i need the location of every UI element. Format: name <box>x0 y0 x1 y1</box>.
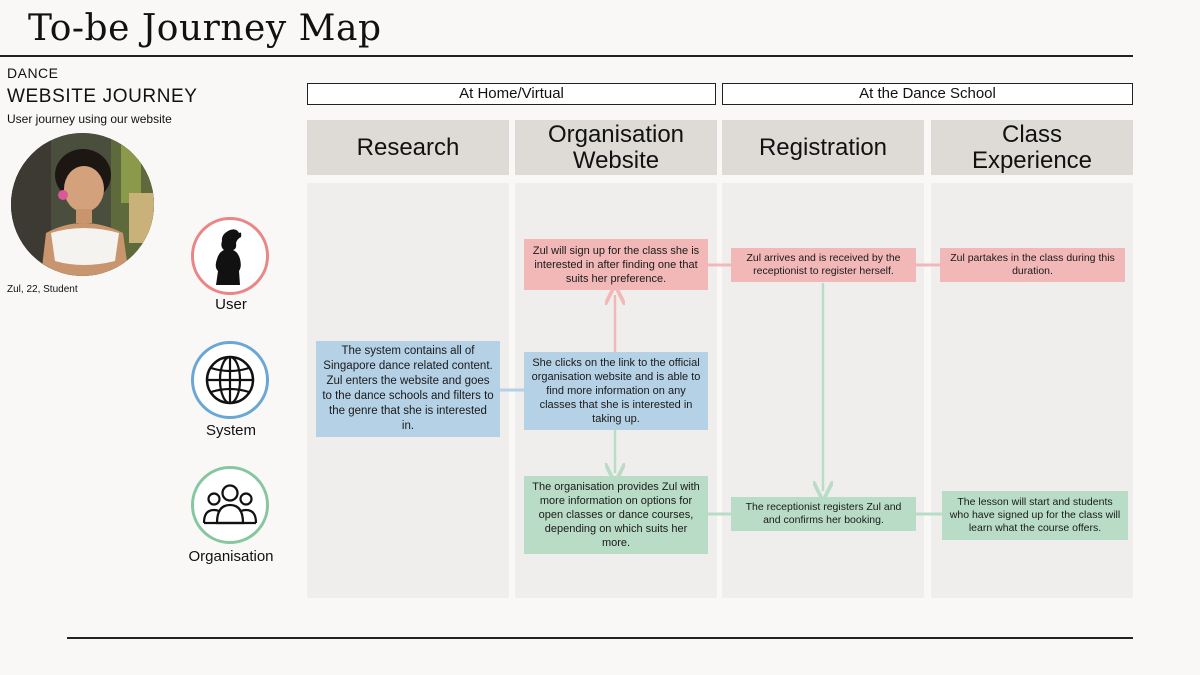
card-registration-user: Zul arrives and is received by the recep… <box>731 248 916 282</box>
stage-class-experience: Class Experience <box>931 120 1133 175</box>
role-user-label: User <box>215 296 247 313</box>
card-class-user: Zul partakes in the class during this du… <box>940 248 1125 282</box>
avatar <box>11 133 154 276</box>
card-registration-org: The receptionist registers Zul and and c… <box>731 497 916 531</box>
journey-title: WEBSITE JOURNEY <box>7 86 198 107</box>
card-website-org: The organisation provides Zul with more … <box>524 476 708 554</box>
user-silhouette-icon <box>215 229 242 285</box>
card-website-user: Zul will sign up for the class she is in… <box>524 239 708 290</box>
stage-research: Research <box>307 120 509 175</box>
journey-subtitle: User journey using our website <box>7 112 172 126</box>
title-divider <box>0 55 1133 57</box>
role-organisation-circle <box>191 466 269 544</box>
card-research-system: The system contains all of Singapore dan… <box>316 341 500 437</box>
phase-at-home: At Home/Virtual <box>307 83 716 105</box>
card-class-org: The lesson will start and students who h… <box>942 491 1128 540</box>
persona-photo-icon <box>11 133 154 276</box>
stage-registration: Registration <box>722 120 924 175</box>
role-system-label: System <box>205 422 256 439</box>
page-title: To-be Journey Map <box>28 8 382 49</box>
bottom-divider <box>67 637 1133 639</box>
role-system-circle <box>191 341 269 419</box>
lane-registration <box>722 183 924 598</box>
card-website-system: She clicks on the link to the official o… <box>524 352 708 430</box>
globe-icon <box>205 355 255 405</box>
role-user-circle <box>191 217 269 295</box>
persona-caption: Zul, 22, Student <box>7 284 78 295</box>
phase-at-school: At the Dance School <box>722 83 1133 105</box>
journey-category: DANCE <box>7 65 59 81</box>
role-organisation-label: Organisation <box>188 548 274 565</box>
stage-organisation-website: Organisation Website <box>515 120 717 175</box>
people-group-icon <box>202 484 258 525</box>
